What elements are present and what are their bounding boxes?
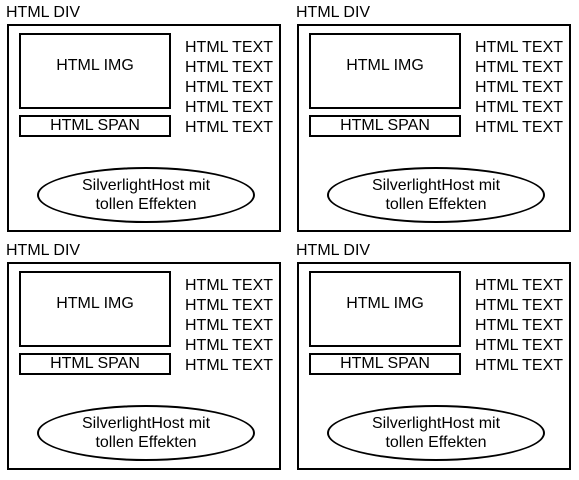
html-div-box: HTML IMG HTML SPAN HTML TEXT HTML TEXT H… bbox=[7, 262, 281, 470]
html-text-line: HTML TEXT bbox=[185, 99, 274, 116]
html-div-label: HTML DIV bbox=[296, 242, 371, 259]
html-text-column: HTML TEXT HTML TEXT HTML TEXT HTML TEXT … bbox=[475, 276, 570, 376]
html-img-box: HTML IMG bbox=[19, 271, 171, 347]
html-span-box: HTML SPAN bbox=[309, 115, 461, 137]
diagram-panel-top-right: HTML DIV HTML IMG HTML SPAN HTML TEXT HT… bbox=[290, 0, 579, 240]
html-text-line: HTML TEXT bbox=[185, 119, 274, 136]
html-img-label: HTML IMG bbox=[346, 295, 424, 312]
html-text-line: HTML TEXT bbox=[185, 39, 274, 56]
html-span-box: HTML SPAN bbox=[19, 353, 171, 375]
html-div-label: HTML DIV bbox=[6, 4, 81, 21]
html-span-box: HTML SPAN bbox=[309, 353, 461, 375]
html-span-label: HTML SPAN bbox=[340, 355, 430, 372]
html-text-line: HTML TEXT bbox=[475, 277, 564, 294]
html-div-label: HTML DIV bbox=[296, 4, 371, 21]
diagram-panel-top-left: HTML DIV HTML IMG HTML SPAN HTML TEXT HT… bbox=[0, 0, 289, 240]
html-text-line: HTML TEXT bbox=[185, 297, 274, 314]
html-text-line: HTML TEXT bbox=[475, 59, 564, 76]
html-img-label: HTML IMG bbox=[56, 57, 134, 74]
html-text-column: HTML TEXT HTML TEXT HTML TEXT HTML TEXT … bbox=[185, 38, 280, 138]
html-div-box: HTML IMG HTML SPAN HTML TEXT HTML TEXT H… bbox=[7, 24, 281, 232]
html-text-column: HTML TEXT HTML TEXT HTML TEXT HTML TEXT … bbox=[475, 38, 570, 138]
html-text-line: HTML TEXT bbox=[185, 277, 274, 294]
html-span-label: HTML SPAN bbox=[50, 117, 140, 134]
ellipse-line-1: SilverlightHost mit bbox=[81, 177, 211, 194]
ellipse-line-2: tollen Effekten bbox=[385, 196, 487, 213]
html-span-label: HTML SPAN bbox=[340, 117, 430, 134]
silverlight-host-ellipse: SilverlightHost mit tollen Effekten bbox=[37, 167, 255, 223]
ellipse-line-2: tollen Effekten bbox=[95, 434, 197, 451]
html-text-line: HTML TEXT bbox=[475, 337, 564, 354]
html-text-line: HTML TEXT bbox=[475, 119, 564, 136]
html-span-label: HTML SPAN bbox=[50, 355, 140, 372]
html-text-line: HTML TEXT bbox=[185, 357, 274, 374]
html-img-box: HTML IMG bbox=[19, 33, 171, 109]
html-img-label: HTML IMG bbox=[346, 57, 424, 74]
silverlight-host-ellipse: SilverlightHost mit tollen Effekten bbox=[327, 405, 545, 461]
ellipse-line-1: SilverlightHost mit bbox=[371, 415, 501, 432]
html-text-line: HTML TEXT bbox=[475, 99, 564, 116]
html-text-line: HTML TEXT bbox=[475, 317, 564, 334]
html-div-label: HTML DIV bbox=[6, 242, 81, 259]
html-text-line: HTML TEXT bbox=[185, 317, 274, 334]
html-text-line: HTML TEXT bbox=[475, 39, 564, 56]
html-text-line: HTML TEXT bbox=[185, 79, 274, 96]
html-text-line: HTML TEXT bbox=[185, 59, 274, 76]
silverlight-host-ellipse: SilverlightHost mit tollen Effekten bbox=[327, 167, 545, 223]
silverlight-host-ellipse: SilverlightHost mit tollen Effekten bbox=[37, 405, 255, 461]
html-img-label: HTML IMG bbox=[56, 295, 134, 312]
html-text-column: HTML TEXT HTML TEXT HTML TEXT HTML TEXT … bbox=[185, 276, 280, 376]
ellipse-line-1: SilverlightHost mit bbox=[371, 177, 501, 194]
ellipse-line-2: tollen Effekten bbox=[385, 434, 487, 451]
ellipse-line-1: SilverlightHost mit bbox=[81, 415, 211, 432]
html-text-line: HTML TEXT bbox=[475, 79, 564, 96]
diagram-panel-bottom-right: HTML DIV HTML IMG HTML SPAN HTML TEXT HT… bbox=[290, 238, 579, 478]
html-text-line: HTML TEXT bbox=[475, 297, 564, 314]
html-img-box: HTML IMG bbox=[309, 33, 461, 109]
html-text-line: HTML TEXT bbox=[475, 357, 564, 374]
diagram-panel-bottom-left: HTML DIV HTML IMG HTML SPAN HTML TEXT HT… bbox=[0, 238, 289, 478]
html-div-box: HTML IMG HTML SPAN HTML TEXT HTML TEXT H… bbox=[297, 24, 571, 232]
html-span-box: HTML SPAN bbox=[19, 115, 171, 137]
html-div-box: HTML IMG HTML SPAN HTML TEXT HTML TEXT H… bbox=[297, 262, 571, 470]
html-img-box: HTML IMG bbox=[309, 271, 461, 347]
ellipse-line-2: tollen Effekten bbox=[95, 196, 197, 213]
html-text-line: HTML TEXT bbox=[185, 337, 274, 354]
